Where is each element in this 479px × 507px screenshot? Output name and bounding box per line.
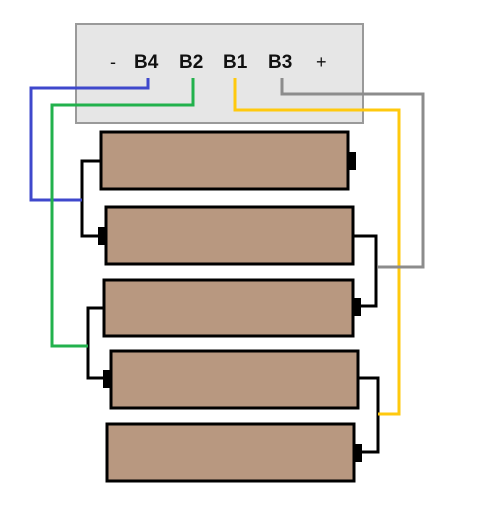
battery-cell-3: [102, 278, 361, 338]
battery-cell-4: [103, 349, 360, 410]
battery-cell-5-body: [105, 422, 356, 483]
wire-b4: [29, 78, 150, 202]
link-cell2-cell3: [353, 234, 378, 308]
battery-cell-4-body: [109, 349, 360, 410]
battery-cell-2: [98, 205, 355, 266]
terminal-b1-label: B1: [223, 52, 248, 73]
battery-cell-1-body: [99, 130, 350, 191]
battery-cell-4-terminal: [103, 370, 111, 388]
wire-b1: [233, 78, 401, 416]
battery-cells: [98, 130, 362, 483]
plus-label: +: [316, 52, 327, 72]
battery-cell-5-terminal: [354, 444, 362, 462]
terminal-b4-label: B4: [134, 52, 159, 73]
wire-b2: [50, 78, 195, 348]
terminal-b2-label: B2: [179, 52, 203, 73]
link-cell3-cell4: [86, 306, 108, 380]
battery-cell-1-terminal: [348, 152, 356, 170]
link-cell1-cell2: [80, 159, 101, 238]
wire-b3: [280, 78, 425, 269]
battery-cell-2-body: [104, 205, 355, 266]
battery-cell-2-terminal: [98, 227, 106, 245]
bms-board: - B4 B2 B1 B3 +: [75, 23, 364, 124]
bms-board-body: [75, 23, 364, 124]
terminal-b3-label: B3: [268, 52, 292, 73]
battery-cell-5: [105, 422, 362, 483]
minus-label: -: [110, 52, 116, 72]
balance-wires: [29, 78, 425, 416]
battery-cell-3-body: [102, 278, 355, 338]
battery-cell-3-terminal: [353, 298, 361, 316]
battery-cell-1: [99, 130, 356, 191]
